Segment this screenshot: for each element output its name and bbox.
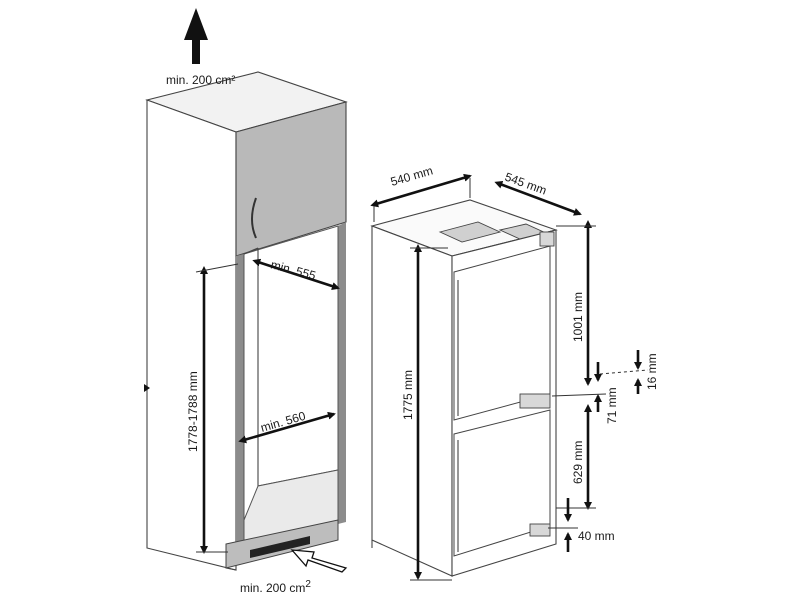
depth-dimension-line — [252, 258, 340, 290]
bottom-offset-label: 40 mm — [578, 529, 615, 543]
left-edge-tick-icon — [144, 384, 150, 392]
vent-arrow-up-icon — [184, 8, 208, 64]
top-hinge-plate — [438, 221, 502, 243]
vent-top-label: min. 200 cm² — [166, 73, 235, 87]
bottom-hinge — [529, 523, 551, 537]
width-dimension-line — [238, 411, 336, 444]
gap-small-label: 16 mm — [645, 353, 659, 390]
hinge-offset-label: 71 mm — [605, 387, 619, 424]
vent-arrow-bottom-icon — [290, 549, 348, 573]
niche-frame-right — [338, 222, 346, 524]
cabinet-drawing: min. 200 cm² min. 555 min. 560 1778-1788… — [144, 8, 348, 595]
niche-height-label: 1778-1788 mm — [186, 371, 200, 452]
width-label: 540 mm — [389, 163, 435, 188]
cabinet-handle — [251, 197, 257, 239]
upper-door-label: 1001 mm — [571, 292, 585, 342]
lower-door-label: 629 mm — [571, 441, 585, 484]
plinth-vent — [250, 536, 310, 558]
height-label: 1775 mm — [401, 370, 415, 420]
depth-dimension-line — [494, 180, 582, 216]
fridge-drawing: 540 mm 545 mm 1775 mm 1001 mm 16 mm 71 m… — [370, 163, 659, 581]
width-dimension-line — [370, 173, 472, 208]
middle-hinge — [519, 393, 551, 409]
niche-frame-left — [236, 254, 244, 546]
cabinet-left-wall — [146, 99, 237, 571]
upper-hinge — [539, 231, 555, 247]
vent-bottom-label: min. 200 cm2 — [240, 579, 311, 595]
